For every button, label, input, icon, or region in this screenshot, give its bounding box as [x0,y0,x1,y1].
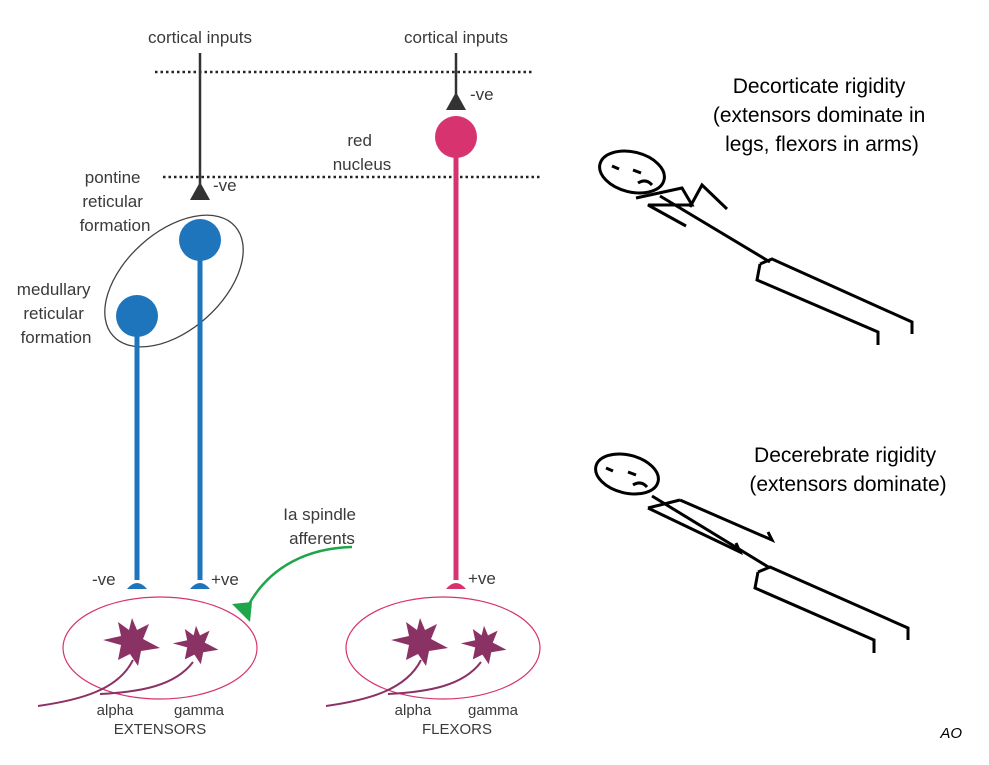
spindle-label: Ia spindle afferents [283,505,361,548]
extensor-alpha-axon [37,659,134,707]
spindle-afferent-terminal [232,602,252,622]
medullary-neuron [116,295,158,337]
spindle-afferent-fiber [246,545,353,607]
extensors-label: EXTENSORS [114,721,207,738]
decerebrate-extended-arm-upper [679,498,776,544]
decorticate-head [598,149,666,195]
left-inhibitory-terminal [190,182,210,200]
pontine-terminal [190,583,210,589]
flexor-gamma-motor-neuron [460,625,507,665]
pontine-label: pontine reticular formation [80,168,151,235]
right-inhibitory-terminal [446,92,466,110]
flexor-gamma-axon [387,661,482,695]
decorticate-flexed-arm-lower [635,186,695,228]
extensor-gamma-motor-neuron [172,625,219,665]
decerebrate-eye [605,466,614,473]
right-inhibit-sign: -ve [470,85,494,104]
extensor-alpha-motor-neuron [103,618,160,666]
flexors-label: FLEXORS [422,721,492,738]
decerebrate-leg-outline [757,565,910,640]
red-nucleus-neuron [435,116,477,158]
decerebrate-extended-arm-lower [647,506,744,556]
alpha-inhibit-sign: -ve [92,570,116,589]
decorticate-eye [632,168,642,175]
decerebrate-leg-lower [753,571,876,653]
decerebrate-trunk [651,494,771,570]
reticular-formation-outline [104,214,244,348]
decorticate-caption: Decorticate rigidity (extensors dominate… [713,75,931,156]
flexor-alpha-label: alpha [395,702,432,719]
medullary-label: medullary reticular formation [17,280,95,347]
flexor-alpha-motor-neuron [391,618,448,666]
rubrospinal-terminal [446,583,466,589]
decorticate-mouth [637,179,654,187]
flexor-motor-pool [345,596,541,700]
pontine-neuron [179,219,221,261]
red-nucleus-label: red nucleus [333,131,392,174]
extensor-gamma-label: gamma [174,702,225,719]
extensor-gamma-axon [99,661,194,695]
flexor-alpha-axon [325,659,422,707]
left-cortical-inputs-label: cortical inputs [148,28,252,47]
decorticate-eye [611,164,620,171]
extensor-motor-pool [62,596,258,700]
decerebrate-caption: Decerebrate rigidity (extensors dominate… [749,444,946,496]
decorticate-trunk [659,194,771,264]
extensor-alpha-label: alpha [97,702,134,719]
rubrospinal-sign: +ve [468,569,496,588]
flexor-gamma-label: gamma [468,702,519,719]
right-cortical-inputs-label: cortical inputs [404,28,508,47]
medullary-terminal [127,583,147,589]
left-inhibit-sign: -ve [213,176,237,195]
decerebrate-eye [627,470,637,477]
decerebrate-mouth [632,481,649,489]
decerebrate-arm-connector [647,498,681,510]
decorticate-flexed-arm-upper [688,182,729,211]
author-signature: AO [939,725,962,742]
gamma-excite-sign: +ve [211,570,239,589]
decorticate-leg-lower [755,263,880,345]
decorticate-figure [598,149,914,345]
decorticate-leg-outline [759,257,914,334]
decerebrate-figure [594,452,910,653]
decerebrate-head [594,452,660,496]
